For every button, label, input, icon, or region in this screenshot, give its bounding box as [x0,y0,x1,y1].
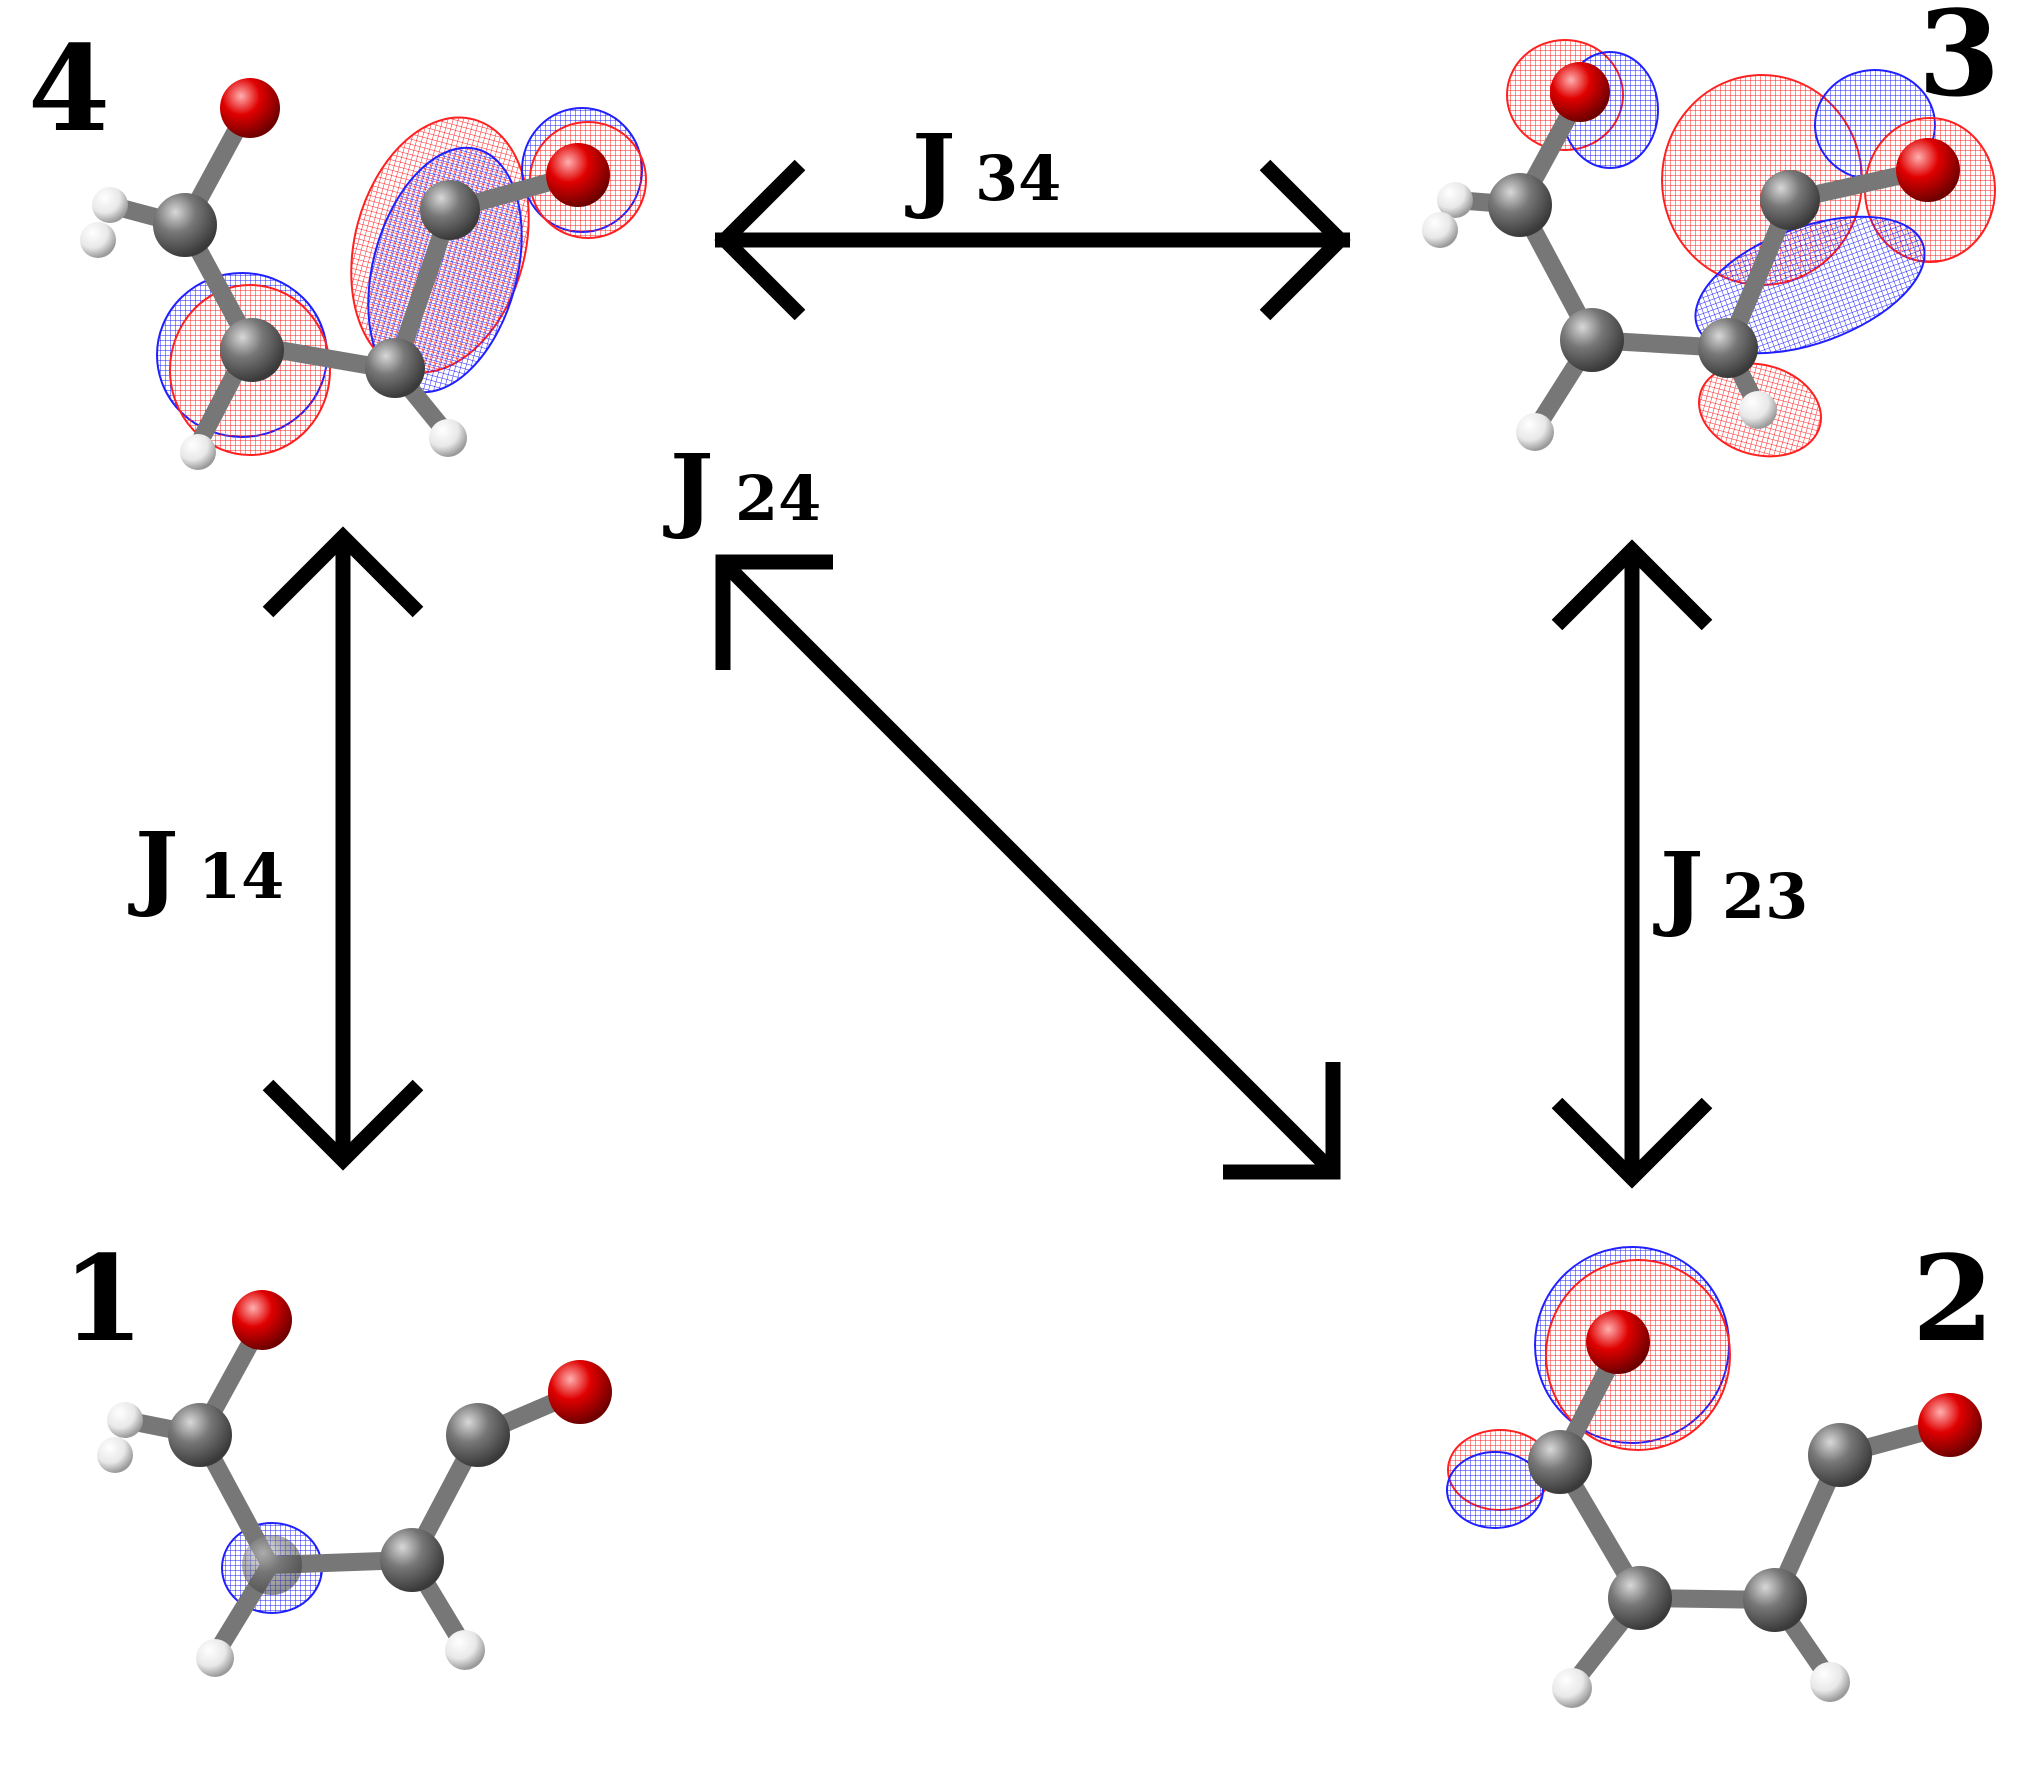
state-2-number: 2 [1912,1229,1994,1368]
arrow-j24 [715,554,1341,1180]
state-1-number: 1 [62,1229,144,1368]
j23-symbol: J [1653,832,1704,940]
molecule-state-2 [1446,1246,1982,1708]
arrow-j23 [1551,539,1713,1189]
arrow-j14 [262,526,424,1171]
label-j34: J 34 [905,114,1061,222]
molecule-state-3 [1422,39,1996,458]
j14-subscript: 14 [198,840,284,913]
label-j23: J 23 [1653,832,1808,940]
arrow-j34 [714,159,1351,321]
molecule-state-1 [97,1290,612,1677]
state-4-number: 4 [28,19,110,158]
j23-subscript: 23 [1722,860,1808,933]
j24-subscript: 24 [735,462,821,535]
label-j14: J 14 [128,812,284,920]
j24-symbol: J [663,434,714,542]
j34-symbol: J [905,114,956,222]
j34-subscript: 34 [975,142,1061,215]
orbital-state-3 [1506,39,1996,458]
molecule-state-4 [80,78,647,470]
label-j24: J 24 [663,434,821,542]
j14-symbol: J [128,812,179,920]
state-3-number: 3 [1918,0,2000,123]
